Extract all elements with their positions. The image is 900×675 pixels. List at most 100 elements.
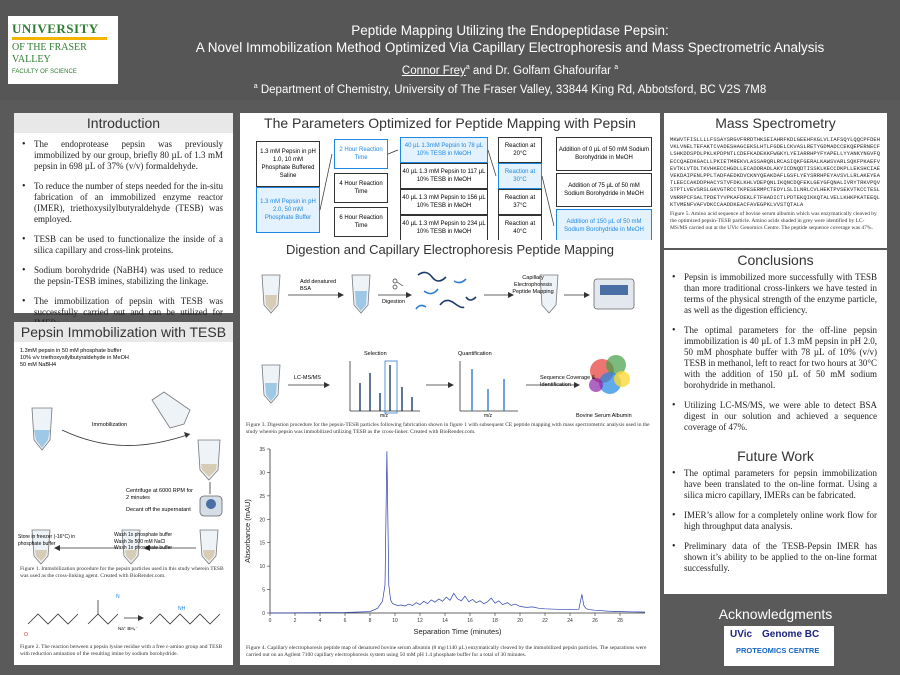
conclusions-list: Pepsin is immobilized more successfully … <box>664 270 887 433</box>
param-temp-20: Reaction at 20°C <box>498 137 542 163</box>
tube-icon <box>351 274 371 314</box>
bsa-sequence: MKWVTFISLLLLFSSAYSRGVFRRDTHKSEIAHRFKDLGE… <box>670 137 881 208</box>
immobilization-panel: Pepsin Immobilization with TESB 1.3mM pe… <box>14 322 233 665</box>
x-tick-label: 16 <box>467 618 473 624</box>
x-tick-label: 4 <box>319 618 322 624</box>
scissors-icon <box>392 278 404 290</box>
list-item: The optimal parameters for the off-line … <box>672 325 877 391</box>
figure1-caption: Figure 1. Immobilization procedure for t… <box>20 566 224 579</box>
lcmsms-label: LC-MS/MS <box>294 375 321 381</box>
x-tick-label: 28 <box>617 618 623 624</box>
y-tick-label: 15 <box>259 541 265 547</box>
param-nabh4-150: Addition of 150 µL of 50 mM Sodium Boroh… <box>556 209 652 243</box>
reagent-list: 1.3mM pepsin in 50 mM phosphate buffer 1… <box>20 348 129 369</box>
centrifuge-label: Centrifuge at 6000 RPM for 2 minutes <box>126 488 193 501</box>
figure2-caption: Figure 2. The reaction between a pepsin … <box>20 644 223 657</box>
y-tick-label: 20 <box>259 517 265 523</box>
author-line: Connor Freya and Dr. Golfam Ghafourifar … <box>125 60 895 79</box>
param-temp-30: Reaction at 30°C <box>498 163 542 189</box>
list-item: The optimal parameters for pepsin immobi… <box>672 468 877 501</box>
logo-line3: FACULTY OF SCIENCE <box>12 69 77 75</box>
tube-icon <box>31 529 51 565</box>
immobilization-title: Pepsin Immobilization with TESB <box>14 322 233 342</box>
x-tick-label: 26 <box>592 618 598 624</box>
center-panel: The Parameters Optimized for Peptide Map… <box>240 113 660 665</box>
y-tick-label: 30 <box>259 470 265 476</box>
param-ratio-156: 40 µL 1.3 mM Pepsin to 156 µL 10% TESB i… <box>400 189 488 215</box>
poster-title: Peptide Mapping Utilizing the Endopeptid… <box>125 22 895 56</box>
param-time-4h: 4 Hour Reaction Time <box>334 173 388 203</box>
param-nabh4-0: Addition of 0 µL of 50 mM Sodium Borohyd… <box>556 137 652 171</box>
quantification-spectrum <box>459 361 518 412</box>
param-buffer-2: 1.3 mM Pepsin in pH 2.0, 50 mM Phosphate… <box>256 187 320 233</box>
x-tick-label: 8 <box>369 618 372 624</box>
list-item: To reduce the number of steps needed for… <box>22 181 223 225</box>
title-line1: Peptide Mapping Utilizing the Endopeptid… <box>351 23 669 38</box>
store-label: Store in freezer (-16°C) in phosphate bu… <box>18 534 76 547</box>
logo-line2: OF THE FRASER VALLEY <box>12 42 87 65</box>
title-line2: A Novel Immobilization Method Optimized … <box>195 40 825 55</box>
bsa-structure-icon <box>589 355 630 394</box>
peptide-fragments-icon <box>415 271 477 310</box>
reagent-3: 50 mM NaBH4 <box>20 362 57 368</box>
list-item: Pepsin is immobilized more successfully … <box>672 272 877 316</box>
introduction-list: The endoprotease pepsin was previously i… <box>14 133 233 329</box>
tube-icon <box>197 439 221 481</box>
ce-instrument-icon <box>593 278 635 310</box>
tube-icon <box>261 274 281 314</box>
tube-icon <box>199 529 219 565</box>
param-nabh4-75: Addition of 75 µL of 50 mM Sodium Borohy… <box>556 173 652 207</box>
reagent-1: 1.3mM pepsin in 50 mM phosphate buffer <box>20 348 122 354</box>
list-item: The endoprotease pepsin was previously i… <box>22 139 223 172</box>
param-ratio-117: 40 µL 1.3 mM Pepsin to 117 µL 10% TESB i… <box>400 163 488 189</box>
selection-label: Selection <box>364 351 387 357</box>
tube-icon <box>121 529 141 565</box>
ufv-logo: UNIVERSITY OF THE FRASER VALLEY FACULTY … <box>8 16 118 84</box>
list-item: Utilizing LC-MS/MS, we were able to dete… <box>672 400 877 433</box>
x-tick-label: 20 <box>517 618 523 624</box>
author-1: Connor Frey <box>401 64 466 77</box>
list-item: Sodium borohydride (NaBH4) was used to r… <box>22 265 223 287</box>
x-tick-label: 0 <box>269 618 272 624</box>
y-tick-label: 10 <box>259 564 265 570</box>
tube-icon <box>31 407 53 451</box>
uvic-logo-text: UVic <box>730 629 753 640</box>
acknowledgments-title: Acknowledgments <box>664 604 887 624</box>
reaction-scheme: O N NH <box>24 594 221 638</box>
x-tick-label: 6 <box>344 618 347 624</box>
selection-spectrum <box>349 360 420 414</box>
coverage-label: Sequence Coverage & Identification <box>540 375 596 388</box>
x-tick-label: 14 <box>442 618 448 624</box>
ce-label: Capillary Electrophoresis Peptide Mappin… <box>512 275 554 295</box>
conclusions-title: Conclusions <box>664 250 887 270</box>
tube-icon <box>539 274 559 314</box>
nabh4-label: Na⁺ BH₄⁻ <box>118 626 138 631</box>
mz-label-2: m/z <box>484 413 493 419</box>
parameter-arrows <box>319 149 555 227</box>
poster-header: UNIVERSITY OF THE FRASER VALLEY FACULTY … <box>0 0 900 100</box>
wash-label: Wash 1x phosphate buffer Wash 3x 500 mM … <box>114 532 173 551</box>
x-tick-label: 10 <box>392 618 398 624</box>
list-item: TESB can be used to functionalize the in… <box>22 234 223 256</box>
x-tick-label: 2 <box>294 618 297 624</box>
logo-swoosh <box>12 37 107 40</box>
digestion-title: Digestion and Capillary Electrophoresis … <box>240 240 660 260</box>
y-axis-label: Absorbance (mAU) <box>243 499 252 563</box>
x-tick-label: 24 <box>567 618 573 624</box>
quantification-label: Quantification <box>458 351 492 357</box>
mass-spec-title: Mass Spectrometry <box>664 113 887 133</box>
y-tick-label: 35 <box>259 447 265 453</box>
y-tick-label: 25 <box>259 494 265 500</box>
genome-bc-logo-text: Genome BC <box>762 629 820 640</box>
mass-spec-panel: Mass Spectrometry MKWVTFISLLLLFSSAYSRGVF… <box>664 113 887 248</box>
proteomics-centre-text: PROTEOMICS CENTRE <box>736 646 820 655</box>
bsa-label: Bovine Serum Albumin <box>576 413 632 419</box>
future-work-list: The optimal parameters for pepsin immobi… <box>664 466 887 574</box>
x-axis-label: Separation Time (minutes) <box>414 627 502 636</box>
future-work-title: Future Work <box>664 446 887 466</box>
y-tick-label: 0 <box>262 611 265 617</box>
param-time-2h: 2 Hour Reaction Time <box>334 139 388 169</box>
immobilization-diagram <box>31 391 223 565</box>
reagent-2: 10% v/v triethoxysilylbutyraldehyde in M… <box>20 355 129 361</box>
future-work-panel: Future Work The optimal parameters for p… <box>664 446 887 594</box>
